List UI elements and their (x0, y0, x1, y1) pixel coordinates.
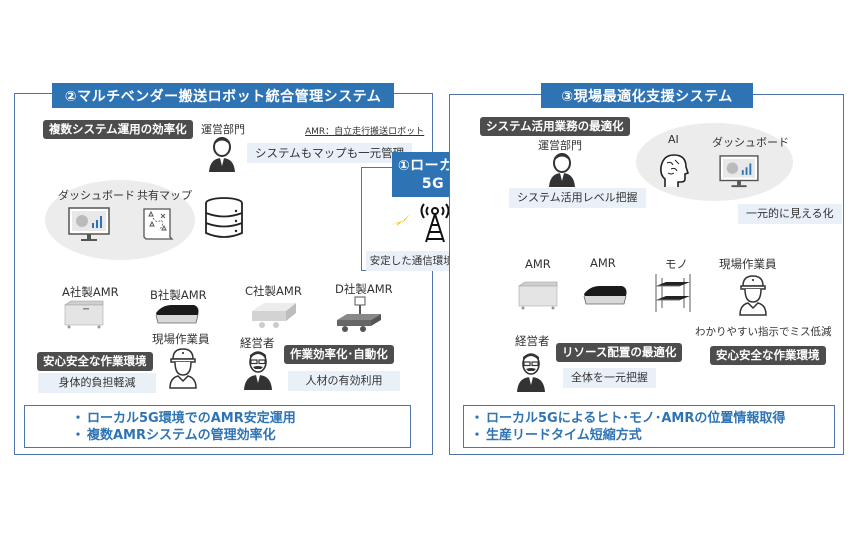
right-operator-person-icon (549, 153, 575, 187)
target-amr-1-label: AMR (525, 257, 551, 271)
unified-management-callout: システムもマップも一元管理 (247, 143, 413, 163)
right-bullet-text: 生産リードタイム短縮方式 (486, 428, 642, 443)
talent-utilization-callout: 人材の有効利用 (288, 371, 400, 391)
left-bullet: ・ ローカル5G環境でのAMR安定運用 (25, 410, 410, 427)
tag-resource-allocation: リソース配置の最適化 (556, 343, 683, 362)
overall-grasp-callout: 全体を一元把握 (563, 368, 656, 388)
bullet-dot: ・ (71, 411, 85, 426)
amr-c-label: C社製AMR (245, 284, 302, 298)
instructions-callout: わかりやすい指示でミス低減 (695, 326, 832, 338)
shelf-cart-icon (655, 274, 691, 312)
target-amr-1-robot-icon (518, 281, 558, 310)
amr-a-robot-icon (64, 300, 104, 329)
tag-safe-work-environment: 安心安全な作業環境 (37, 352, 153, 371)
left-panel-title: ②マルチベンダー搬送ロボット統合管理システム (52, 83, 394, 108)
amr-c-robot-icon (252, 303, 296, 328)
target-worker-label: 現場作業員 (719, 257, 777, 271)
operations-label: 運営部門 (201, 123, 245, 136)
target-worker-helmet-icon (739, 275, 767, 316)
left-summary-box: ・ ローカル5G環境でのAMR安定運用 ・ 複数AMRシステムの管理効率化 (24, 405, 411, 448)
target-amr-2-label: AMR (590, 256, 616, 270)
right-bullet-text: ローカル5Gによるヒト･モノ･AMRの位置情報取得 (486, 411, 786, 426)
visualization-callout: 一元的に見える化 (738, 204, 842, 224)
usage-level-callout: システム活用レベル把握 (509, 188, 646, 208)
tag-multi-system-efficiency: 複数システム運用の効率化 (43, 120, 193, 139)
right-summary-box: ・ ローカル5Gによるヒト･モノ･AMRの位置情報取得 ・ 生産リードタイム短縮… (463, 405, 835, 448)
bullet-dot: ・ (71, 428, 85, 443)
right-manager-person-icon (517, 353, 545, 392)
worker-helmet-icon (169, 348, 197, 389)
right-manager-label: 経営者 (515, 334, 550, 348)
right-dashboard-monitor-icon (719, 155, 759, 188)
target-mono-label: モノ (665, 257, 688, 271)
bullet-dot: ・ (470, 411, 484, 426)
manager-person-icon (244, 351, 272, 390)
amr-b-robot-icon (155, 305, 199, 324)
left-bullet-text: 複数AMRシステムの管理効率化 (87, 428, 276, 443)
dashboard-label: ダッシュボード (58, 189, 135, 202)
manager-label: 経営者 (240, 336, 275, 350)
shared-map-icon (143, 208, 174, 240)
server-database-icon (205, 197, 243, 238)
amr-definition-note: AMR：自立走行搬送ロボット (305, 127, 425, 137)
left-bullet: ・ 複数AMRシステムの管理効率化 (25, 427, 410, 444)
amr-d-label: D社製AMR (335, 282, 393, 296)
right-dashboard-label: ダッシュボード (712, 136, 789, 149)
amr-d-robot-icon (337, 296, 381, 332)
center-title-line2: 5G (421, 175, 445, 192)
5g-antenna-icon (420, 203, 450, 243)
worker-label: 現場作業員 (152, 332, 210, 346)
left-bullet-text: ローカル5G環境でのAMR安定運用 (87, 411, 296, 426)
target-amr-2-robot-icon (583, 286, 627, 305)
physical-burden-callout: 身体的負担軽減 (38, 373, 156, 393)
amr-b-label: B社製AMR (150, 288, 207, 302)
right-operations-label: 運営部門 (538, 139, 582, 152)
right-bullet: ・ ローカル5Gによるヒト･モノ･AMRの位置情報取得 (464, 410, 834, 427)
right-panel-title: ③現場最適化支援システム (541, 83, 753, 108)
right-tag-safe-work-environment: 安心安全な作業環境 (710, 346, 826, 365)
right-bullet: ・ 生産リードタイム短縮方式 (464, 427, 834, 444)
operator-person-icon (209, 137, 235, 172)
ai-brain-head-icon (660, 154, 690, 187)
dashboard-monitor-icon (68, 207, 110, 241)
bullet-dot: ・ (470, 428, 484, 443)
ai-label: AI (668, 133, 679, 146)
amr-a-label: A社製AMR (62, 285, 119, 299)
shared-map-label: 共有マップ (137, 189, 192, 202)
lightning-left-icon (390, 214, 410, 226)
tag-system-usage-optimization: システム活用業務の最適化 (480, 117, 630, 136)
tag-work-automation: 作業効率化･自動化 (284, 345, 394, 364)
